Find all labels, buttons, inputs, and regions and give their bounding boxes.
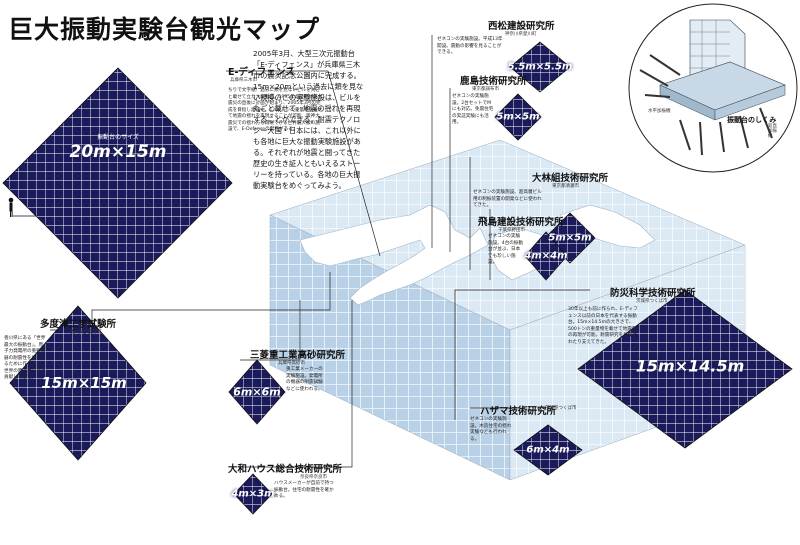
lab-description-obayashi: ゼネコンの実験施設。超高層ビル用の制振装置の開発などに使われてきた。 bbox=[473, 190, 542, 208]
lab-description-kajima: ゼネコンの実験施設。2台セットでMにも対応。免震住宅の実証実験にも活用。 bbox=[452, 94, 494, 125]
lab-title-obayashi: 大林組技術研究所 bbox=[532, 173, 609, 184]
lab-description-mitsubishi: 重工業メーカーの実験施設。発電所の機器の耐震試験などに使われる。 bbox=[286, 367, 323, 392]
platform-kajima bbox=[494, 93, 542, 141]
lab-title-bosai: 防災科学技術研究所 bbox=[610, 288, 696, 299]
inset-label-horizontal: 水平加振機 bbox=[648, 109, 671, 114]
size-label-nishimatsu: 5.5m×5.5m bbox=[507, 61, 573, 73]
mechanism-inset bbox=[628, 3, 798, 173]
platform-tadotsu bbox=[9, 305, 147, 461]
lab-location-kajima: 東京都調布市 bbox=[472, 87, 499, 92]
lab-description-daiwa: ハウスメーカーが自前で持つ振動台。住宅の耐震性を確かめる。 bbox=[274, 481, 334, 499]
lab-location-obayashi: 東京都清瀬市 bbox=[552, 184, 579, 189]
platform-mitsubishi bbox=[228, 359, 286, 425]
lab-title-e-defense: E-ディフェンス bbox=[228, 67, 295, 78]
lab-description-bosai: 30年以上も前に作られ、E-ディフェンス以前の日本を代表する振動台。15m×14… bbox=[568, 307, 638, 345]
size-label-bosai: 15m×14.5m bbox=[635, 356, 745, 376]
lab-description-e-defense: ちりで文字紙！過去に類を見ないビルを丸ごと載せて立た大振動台。1995年の阪神淡… bbox=[228, 88, 323, 132]
lab-title-tadotsu: 多度津工学試験所 bbox=[40, 319, 117, 330]
lab-title-mitsubishi: 三菱重工業高砂研究所 bbox=[250, 350, 346, 361]
lab-location-bosai: 茨城県つくば市 bbox=[636, 299, 668, 304]
lab-title-nishimatsu: 西松建設研究所 bbox=[488, 21, 555, 32]
lab-title-kajima: 鹿島技術研究所 bbox=[460, 76, 527, 87]
size-label-tobishima: 4m×4m bbox=[524, 250, 568, 262]
lab-description-tobishima: ゼネコンの実験施設。4台の振動台が並ぶ、日本でも珍しい施設。 bbox=[488, 234, 524, 265]
lab-title-hazama: ハザマ技術研究所 bbox=[480, 406, 557, 417]
platform-diamonds bbox=[2, 41, 793, 515]
size-label-mitsubishi: 6m×6m bbox=[233, 385, 281, 399]
lab-location-e-defense: 兵庫県三木市 bbox=[230, 78, 257, 83]
size-label-daiwa: 4m×3m bbox=[231, 488, 275, 500]
lab-location-hazama: 茨城県つくば市 bbox=[545, 406, 577, 411]
lab-description-hazama: ゼネコンの実験施設。木造住宅の揺れ実験なども行われる。 bbox=[470, 417, 512, 442]
platform-e-defense bbox=[2, 67, 233, 299]
platform-hazama bbox=[513, 424, 583, 476]
lab-location-nishimatsu: 神奈川県愛川町 bbox=[505, 32, 537, 37]
size-caption-e-defense: 振動台のサイズ bbox=[97, 134, 139, 141]
platform-tobishima bbox=[524, 231, 568, 281]
lab-description-nishimatsu: ゼネコンの実験施設。平成13年開設。震動の影響を見ることができる。 bbox=[437, 37, 503, 55]
inset-label-vertical: 鉛直加振機 bbox=[768, 124, 777, 139]
lab-description-tadotsu: 香川県にある「世界最大の振動台」。原子力発電所の重要機器の耐震性を確かめるために… bbox=[4, 336, 46, 380]
intro-text: 2005年3月、大型三次元振動台「E-ディフェンス」が兵庫県三木市の震災記念公園… bbox=[253, 49, 364, 190]
size-label-hazama: 6m×4m bbox=[526, 444, 570, 456]
lab-location-tadotsu: 香川県多度津町 bbox=[70, 330, 102, 335]
size-label-obayashi: 5m×5m bbox=[548, 232, 592, 244]
lab-location-mitsubishi: 兵庫県高砂市 bbox=[278, 361, 305, 366]
platform-daiwa bbox=[233, 473, 273, 515]
platform-bosai bbox=[577, 289, 793, 449]
lab-location-tobishima: 千葉県野田市 bbox=[498, 228, 525, 233]
inset-caption: 振動台のしくみ bbox=[727, 116, 777, 124]
size-label-e-defense: 20m×15m bbox=[69, 142, 167, 162]
platform-nishimatsu bbox=[509, 41, 571, 93]
lab-title-tobishima: 飛島建設技術研究所 bbox=[478, 217, 564, 228]
size-label-tadotsu: 15m×15m bbox=[41, 374, 127, 392]
lab-location-daiwa: 奈良県奈良市 bbox=[300, 475, 327, 480]
size-label-kajima: 5m×5m bbox=[496, 111, 540, 123]
page-title: 巨大振動実験台観光マップ bbox=[8, 15, 321, 44]
japan-landmass bbox=[299, 204, 489, 306]
lab-title-daiwa: 大和ハウス総合技術研究所 bbox=[228, 464, 343, 475]
